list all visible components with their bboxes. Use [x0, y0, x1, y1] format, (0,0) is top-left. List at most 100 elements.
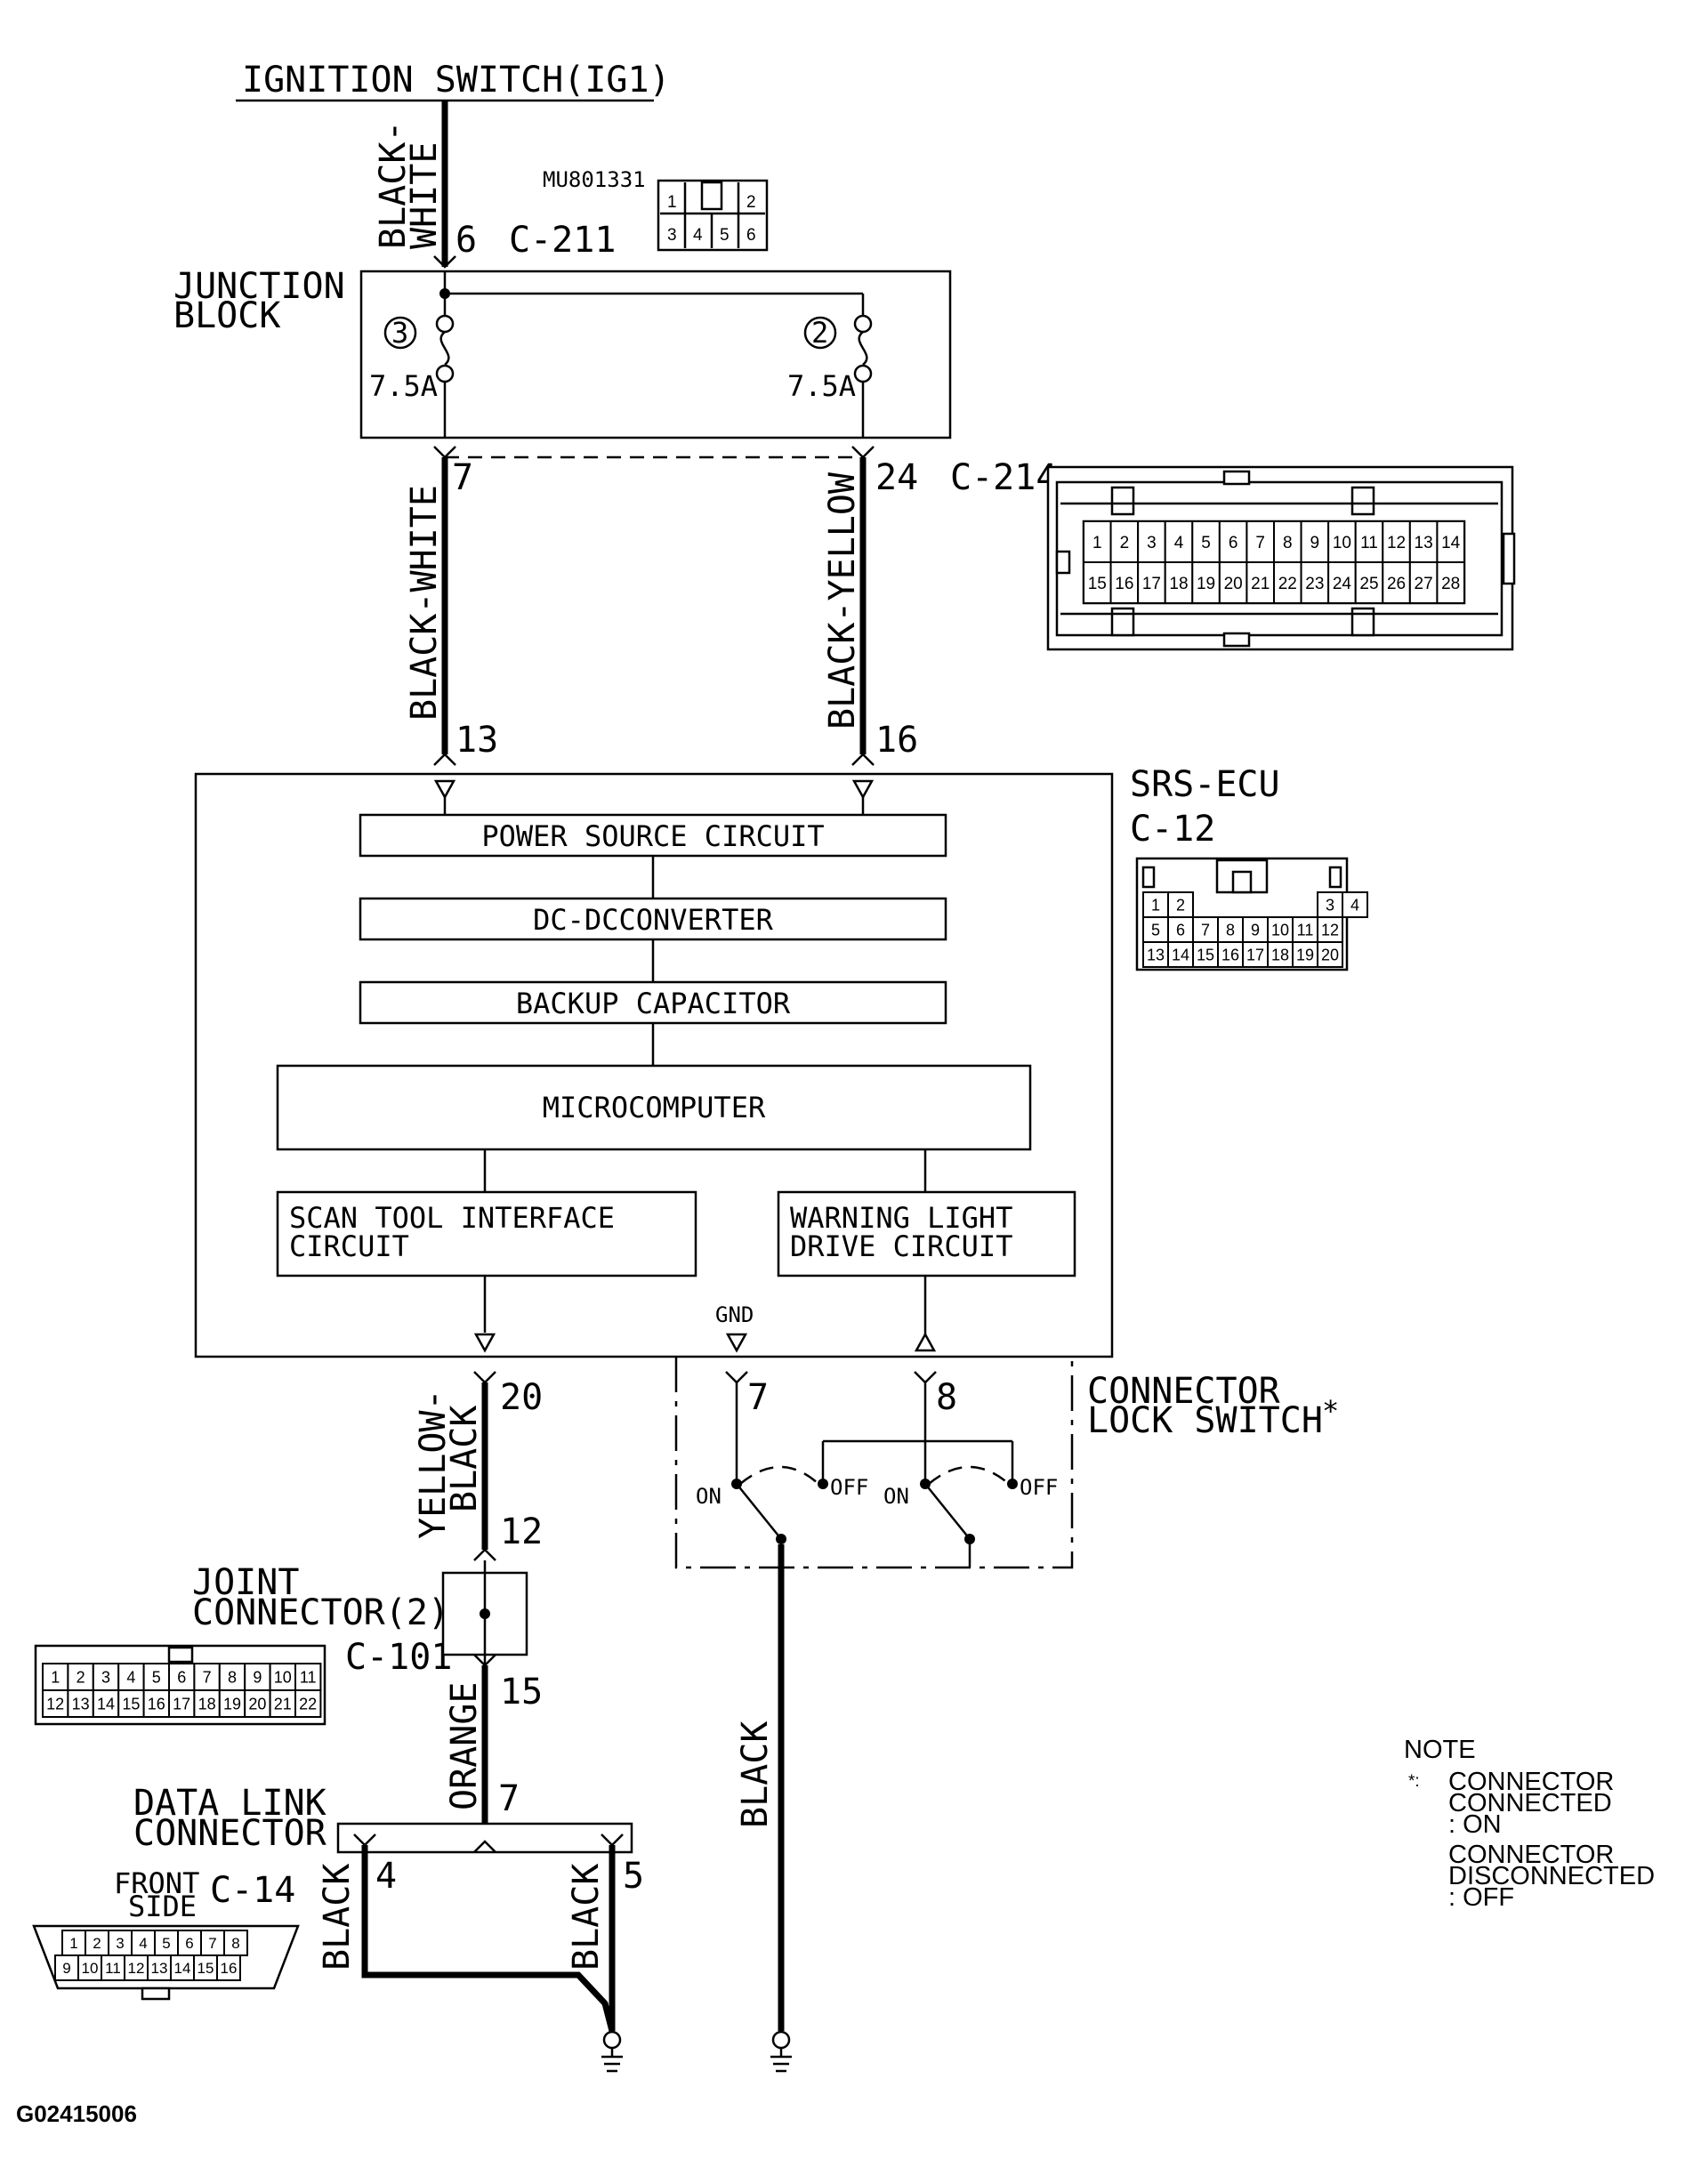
- c12-pin-2: 2: [1176, 896, 1185, 914]
- c211-connector-face: [657, 179, 769, 252]
- c214-cell: [1354, 520, 1384, 563]
- c101-pin-17: 17: [173, 1695, 190, 1713]
- joint-pin-15: 15: [500, 1672, 543, 1713]
- c101-pin-4: 4: [126, 1668, 135, 1686]
- c14-cell: [124, 1954, 149, 1981]
- c101-pin-19: 19: [223, 1695, 241, 1713]
- c12-pin-8: 8: [1226, 921, 1235, 939]
- c101-pin-2: 2: [77, 1668, 85, 1686]
- c12-cell: [1217, 941, 1244, 968]
- c12-pin-6: 6: [1176, 921, 1185, 939]
- c214-pin-22: 22: [1278, 575, 1297, 593]
- c14-pin-2: 2: [93, 1935, 101, 1952]
- c101-cell: [92, 1689, 120, 1718]
- c214-cell: [1436, 561, 1465, 604]
- c101-pin-20: 20: [248, 1695, 266, 1713]
- joint-connector-id: C-101: [345, 1637, 452, 1678]
- c214-pin-7: 7: [1255, 534, 1265, 552]
- c101-cell: [294, 1689, 322, 1718]
- ecu-connector: C-12: [1130, 809, 1215, 850]
- joint-pin12-terminal: [473, 1548, 496, 1561]
- c214-pin-25: 25: [1359, 575, 1378, 593]
- c12-cell: [1167, 891, 1194, 918]
- scan-output-arrow: [473, 1333, 496, 1353]
- c12-cell: [1317, 941, 1343, 968]
- c14-pin-12: 12: [128, 1960, 145, 1977]
- ground-symbol-left: [601, 2030, 623, 2073]
- junction-block-label-2: BLOCK: [173, 295, 280, 336]
- c214-cell: [1109, 561, 1140, 604]
- switch2-off-contact: [1007, 1479, 1018, 1489]
- c12-cell: [1267, 916, 1294, 943]
- c101-pin-16: 16: [148, 1695, 165, 1713]
- microcomputer-box: [276, 1064, 1032, 1151]
- c14-pin-5: 5: [162, 1935, 170, 1952]
- c101-cell: [269, 1689, 297, 1718]
- switch2-blade: [924, 1483, 971, 1540]
- fuse-right-number-ring: [803, 316, 837, 350]
- backup-capacitor-box: [359, 980, 947, 1025]
- c214-pin-9: 9: [1310, 534, 1320, 552]
- warning-light-label-1: WARNING LIGHT: [790, 1201, 1012, 1235]
- c214-pin-17: 17: [1142, 575, 1161, 593]
- c211-pin-1: 1: [667, 193, 677, 212]
- ecu-input-16-arrow: [851, 779, 875, 800]
- dlc-pin-5: 5: [623, 1856, 644, 1897]
- c12-cell: [1142, 891, 1169, 918]
- wire-right-color: BLACK-YELLOW: [822, 471, 863, 729]
- c211-pin-3: 3: [667, 226, 677, 245]
- c12-pin-20: 20: [1321, 946, 1339, 963]
- c12-pin-1: 1: [1151, 896, 1160, 914]
- c12-pin-4: 4: [1350, 896, 1359, 914]
- c12-pin-14: 14: [1172, 946, 1189, 963]
- dcdc-box: [359, 897, 947, 941]
- c14-pin-3: 3: [116, 1935, 124, 1952]
- c101-cell: [42, 1689, 69, 1718]
- c101-pin-6: 6: [177, 1668, 186, 1686]
- c211-pin-2: 2: [746, 193, 756, 212]
- c214-pin-12: 12: [1387, 534, 1406, 552]
- c101-cell: [117, 1689, 145, 1718]
- ground-symbol-right: [770, 2030, 792, 2073]
- c101-pin-9: 9: [253, 1668, 262, 1686]
- lock-pin8-terminal: [914, 1371, 937, 1384]
- c14-pin-11: 11: [105, 1960, 121, 1977]
- lock-pin-7: 7: [747, 1377, 769, 1418]
- c14-pin-14: 14: [174, 1960, 191, 1977]
- c12-pin-10: 10: [1271, 921, 1289, 939]
- c12-cell: [1167, 941, 1194, 968]
- c214-cell: [1164, 520, 1194, 563]
- wire-top-color-2: WHITE: [404, 142, 445, 249]
- c214-cell: [1300, 520, 1330, 563]
- ecu-pin-16: 16: [875, 720, 918, 761]
- figure-id: G02415006: [16, 2100, 137, 2127]
- note-mark: *:: [1408, 1772, 1420, 1791]
- wire-top-color-1: BLACK-: [373, 121, 414, 250]
- fuse-left: [435, 314, 455, 438]
- ecu-pin13-terminal: [433, 753, 456, 766]
- fuse-left-number: 3: [391, 316, 408, 350]
- c214-pin-3: 3: [1147, 534, 1157, 552]
- warn-output-arrow: [914, 1332, 937, 1352]
- dlc-pin-7: 7: [498, 1778, 520, 1819]
- c101-cell: [193, 1689, 221, 1718]
- ignition-switch-label: IGNITION SWITCH(IG1): [242, 60, 671, 101]
- warning-light-label-2: DRIVE CIRCUIT: [790, 1229, 1012, 1263]
- lock-switch-label-2: LOCK SWITCH: [1087, 1400, 1323, 1441]
- c12-cell: [1342, 891, 1368, 918]
- c214-pin-6: 6: [1229, 534, 1238, 552]
- gnd-label: GND: [715, 1302, 754, 1327]
- c214-id: C-214: [950, 457, 1057, 498]
- c214-cell: [1191, 561, 1221, 604]
- switch1-travel-arc: [739, 1465, 819, 1485]
- c12-cell: [1267, 941, 1294, 968]
- c12-cell: [1242, 916, 1269, 943]
- c214-cell: [1191, 520, 1221, 563]
- c214-cell: [1246, 561, 1275, 604]
- note-line-3: : ON: [1448, 1810, 1502, 1839]
- gnd-arrow: [725, 1333, 748, 1353]
- c214-pin-10: 10: [1333, 534, 1351, 552]
- c101-pin-8: 8: [228, 1668, 237, 1686]
